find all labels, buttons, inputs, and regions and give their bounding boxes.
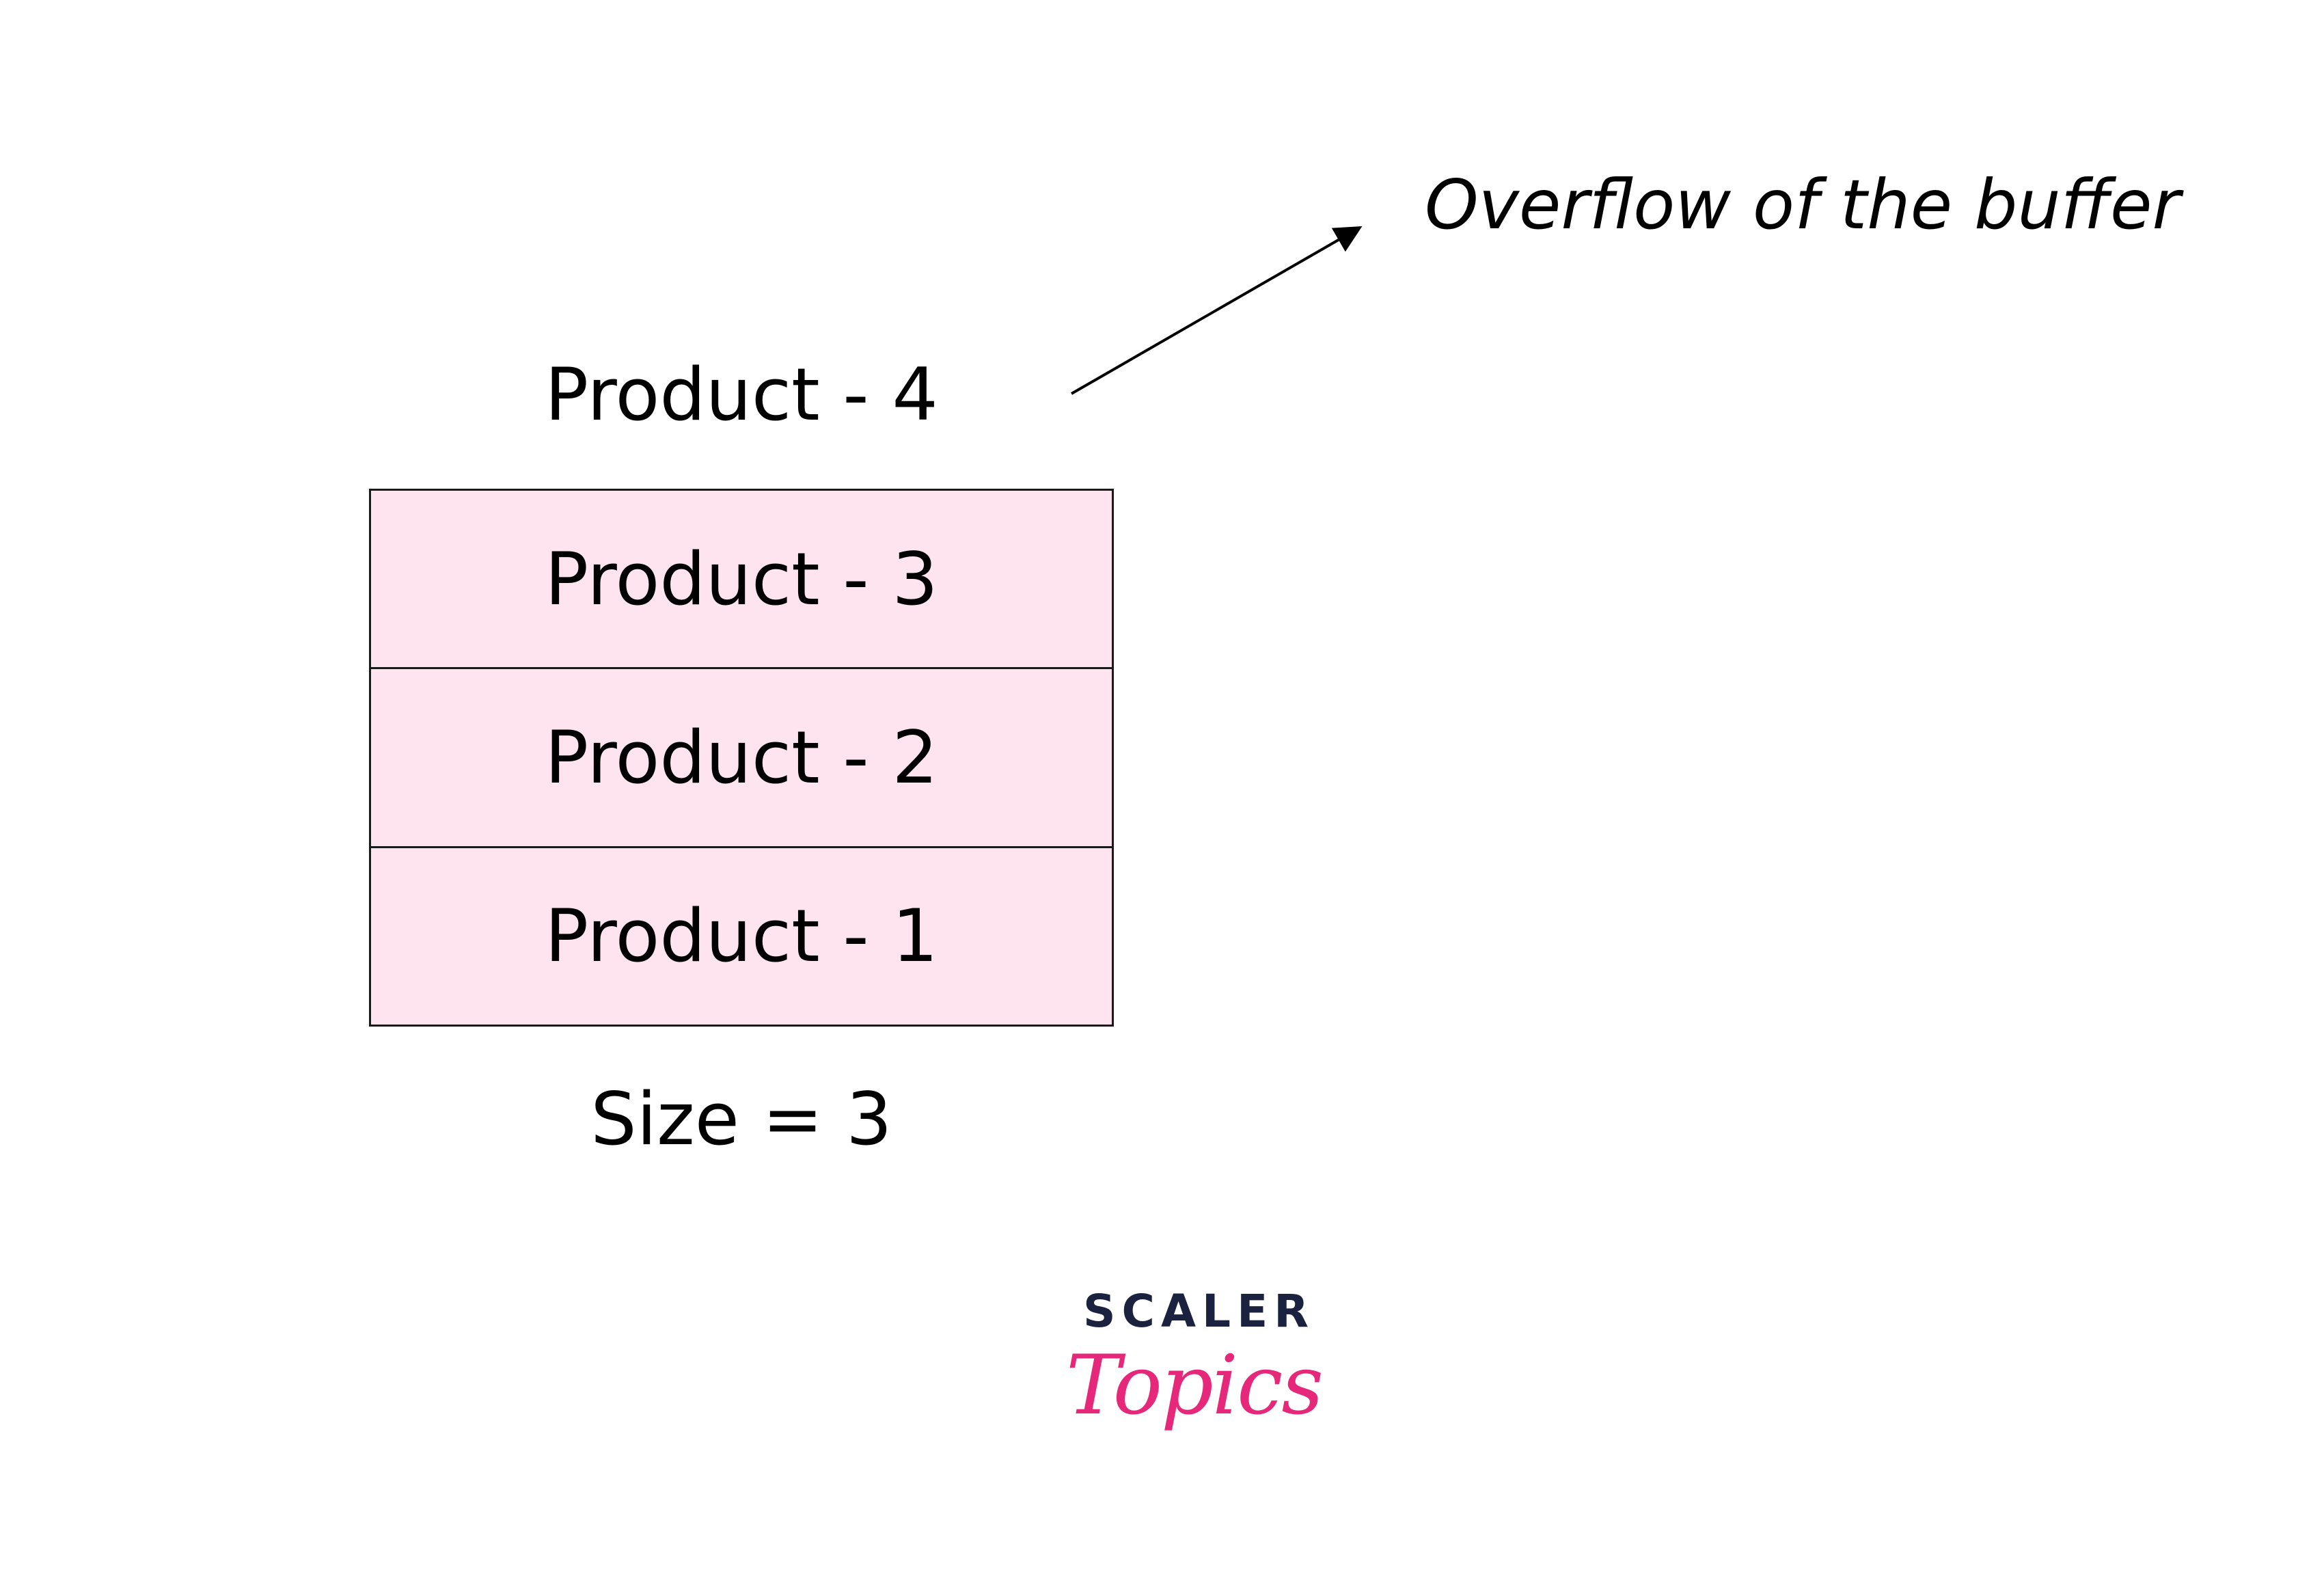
buffer-slot: Product - 1 xyxy=(371,845,1112,1025)
buffer-stack: Product - 3 Product - 2 Product - 1 xyxy=(369,489,1114,1027)
scaler-topics-logo: SCALER Topics xyxy=(1025,1278,1324,1483)
overflow-arrow-line xyxy=(1071,226,1363,395)
incoming-product-label: Product - 4 xyxy=(545,353,938,437)
logo-wordmark-topics: Topics xyxy=(1066,1338,1324,1433)
buffer-slot: Product - 2 xyxy=(371,667,1112,845)
buffer-slot: Product - 3 xyxy=(545,537,938,621)
logo-wordmark-scaler: SCALER xyxy=(1083,1285,1315,1338)
buffer-size-label: Size = 3 xyxy=(590,1077,892,1161)
overflow-label: Overflow of the buffer xyxy=(1425,165,2181,245)
